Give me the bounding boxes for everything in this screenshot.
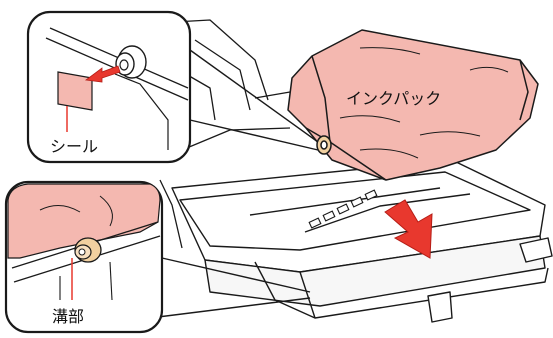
ink-pack-label: インクパック [346, 89, 441, 108]
ink-tray [172, 160, 552, 322]
groove-label: 溝部 [52, 307, 84, 326]
seal-label: シール [50, 137, 98, 156]
